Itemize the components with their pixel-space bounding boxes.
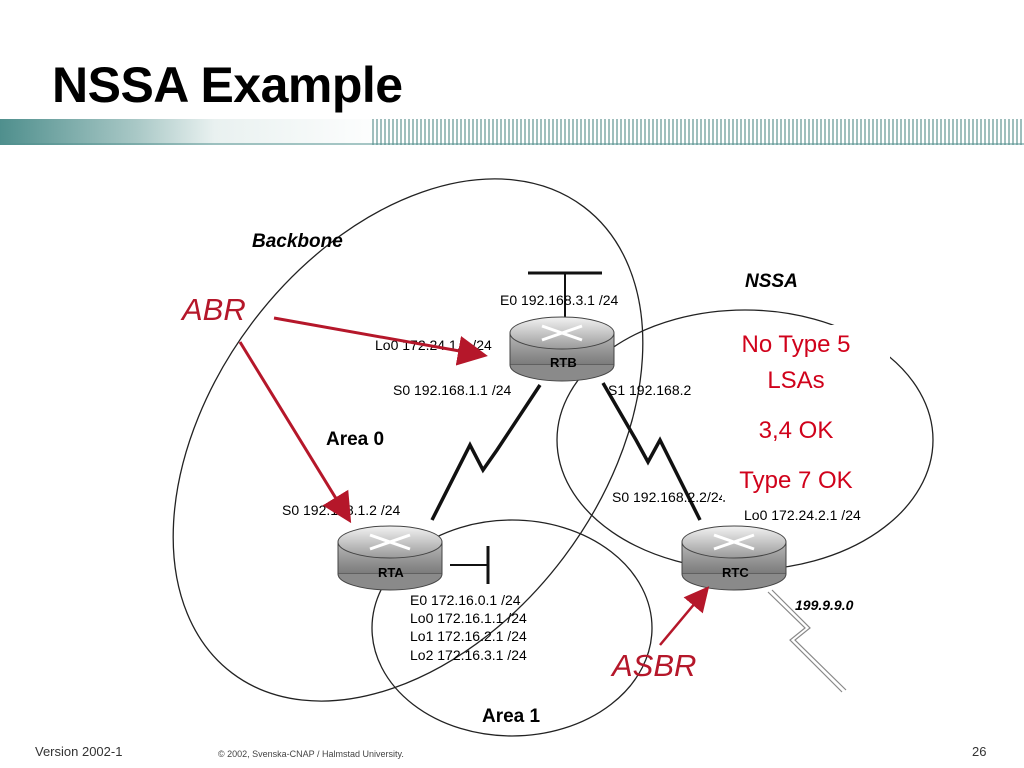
nssa-label: NSSA <box>745 271 798 292</box>
page-number: 26 <box>972 744 987 759</box>
area1-label: Area 1 <box>482 706 541 727</box>
external-link-rtc <box>767 591 843 693</box>
rtc-external-network-label: 199.9.9.0 <box>795 597 854 613</box>
router-rtb: RTB <box>509 316 615 382</box>
abr-callout-label: ABR <box>180 292 246 327</box>
rta-lo1-label: Lo1 172.16.2.1 /24 <box>410 628 527 644</box>
title-underline-band <box>0 119 1024 145</box>
asbr-arrow-to-rtc <box>659 586 710 646</box>
rta-ethernet-segment <box>450 546 490 584</box>
router-rtc: RTC <box>681 525 787 591</box>
backbone-label: Backbone <box>252 231 343 252</box>
abr-arrow-to-rta <box>238 341 352 524</box>
router-rta: RTA <box>337 525 443 591</box>
note-type7-ok: Type 7 OK <box>739 467 852 494</box>
rtc-s0-label: S0 192.168.2.2/24 <box>612 489 727 505</box>
rtb-e0-label: E0 192.168.3.1 /24 <box>500 292 619 308</box>
area0-label: Area 0 <box>326 429 384 450</box>
rtc-name: RTC <box>722 565 749 580</box>
nssa-notes-box <box>722 325 890 500</box>
note-type34-ok: 3,4 OK <box>759 417 834 444</box>
rtc-lo0-label: Lo0 172.24.2.1 /24 <box>744 507 861 523</box>
rta-lo0-label: Lo0 172.16.1.1 /24 <box>410 610 527 626</box>
asbr-callout-label: ASBR <box>610 648 696 683</box>
rtb-s0-label: S0 192.168.1.1 /24 <box>393 382 512 398</box>
rta-lo2-label: Lo2 172.16.3.1 /24 <box>410 647 527 663</box>
backbone-area-boundary <box>172 178 644 702</box>
note-lsas: LSAs <box>767 367 824 394</box>
rtb-s1-label: S1 192.168.2 <box>608 382 692 398</box>
area1-boundary <box>371 519 653 737</box>
footer-version: Version 2002-1 <box>35 744 123 759</box>
rtb-ethernet-segment <box>528 271 602 318</box>
footer-copyright: © 2002, Svenska-CNAP / Halmstad Universi… <box>218 749 404 759</box>
serial-link-rtb-rta <box>430 384 542 521</box>
rtb-name: RTB <box>550 355 577 370</box>
note-no-type5: No Type 5 <box>742 331 851 358</box>
abr-arrow-to-rtb <box>273 316 488 366</box>
serial-link-rtb-rtc <box>601 382 702 521</box>
rta-e0-label: E0 172.16.0.1 /24 <box>410 592 521 608</box>
rta-name: RTA <box>378 565 404 580</box>
slide-title: NSSA Example <box>52 57 403 113</box>
